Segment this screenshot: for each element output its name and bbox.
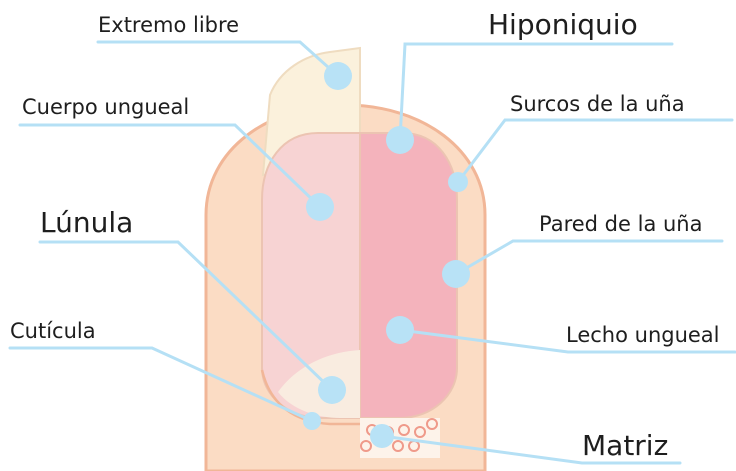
leader-surcos	[458, 120, 732, 182]
label-lunula: Lúnula	[40, 206, 133, 239]
leader-pared	[456, 241, 722, 274]
dot-lecho	[386, 316, 414, 344]
label-lecho: Lecho ungueal	[566, 323, 720, 347]
label-matriz: Matriz	[582, 429, 668, 462]
dot-surcos	[448, 172, 468, 192]
dot-pared	[442, 260, 470, 288]
dot-cuerpo-ungueal	[306, 193, 334, 221]
dot-cuticula	[303, 412, 321, 430]
label-cuticula: Cutícula	[10, 319, 96, 343]
dot-matriz	[370, 424, 394, 448]
label-pared: Pared de la uña	[539, 212, 702, 236]
dot-extremo-libre	[324, 62, 352, 90]
label-extremo-libre: Extremo libre	[98, 13, 239, 37]
label-cuerpo-ungueal: Cuerpo ungueal	[22, 95, 189, 119]
dot-lunula	[318, 376, 346, 404]
label-hiponiquio: Hiponiquio	[488, 8, 638, 41]
label-surcos: Surcos de la uña	[510, 92, 685, 116]
dot-hiponiquio	[386, 126, 414, 154]
